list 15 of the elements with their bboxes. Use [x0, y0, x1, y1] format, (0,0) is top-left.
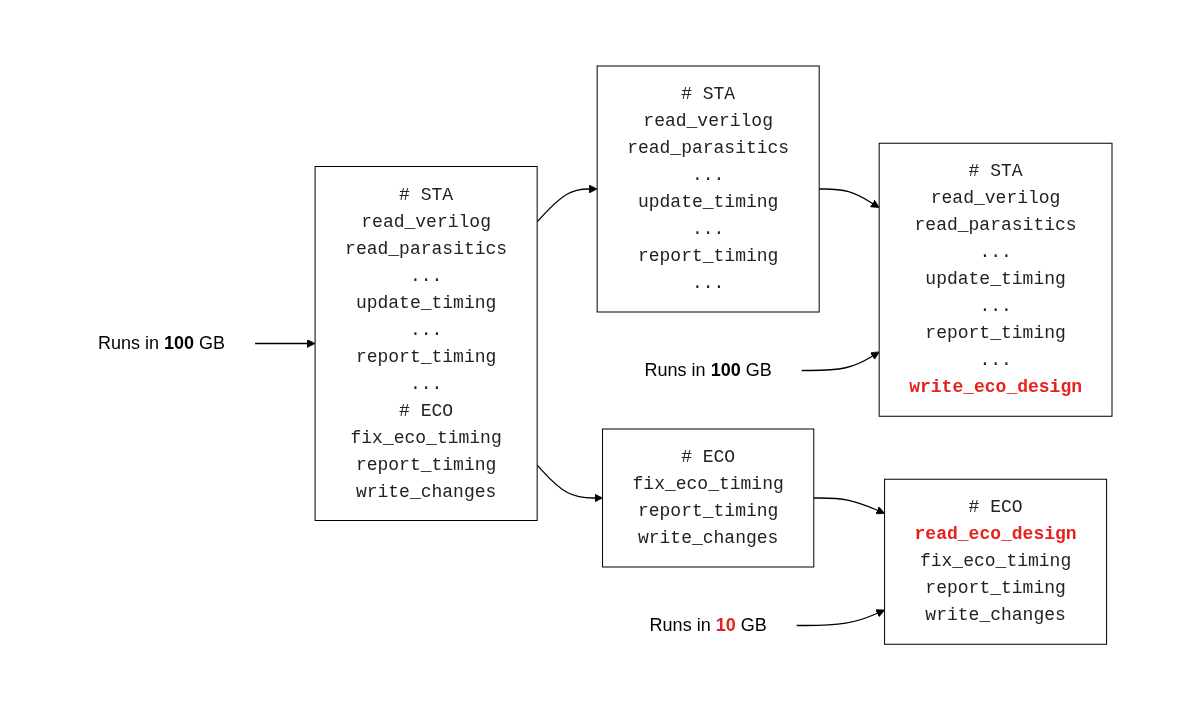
- node-box: # STA read_verilog read_parasitics ... update_timing ... report_timing ...: [596, 65, 820, 312]
- arrow: [253, 338, 315, 348]
- node-text: Runs in 100 GB: [97, 332, 225, 353]
- node-box: # STA read_verilog read_parasitics ... update_timing ... report_timing ... write_eco_design: [878, 142, 1112, 417]
- node-box: # STA read_verilog read_parasitics ... update_timing ... report_timing ... # ECO fix_eco_timing report_timing write_changes: [314, 165, 538, 521]
- node-text: Runs in 100 GB: [644, 359, 772, 380]
- arrow: [536, 184, 598, 222]
- node-box: # ECO read_eco_design fix_eco_timing report_timing write_changes: [883, 478, 1107, 645]
- arrow: [812, 496, 885, 514]
- node-text: Runs in 10 GB: [649, 614, 767, 635]
- arrow: [818, 187, 880, 208]
- arrow: [536, 464, 603, 502]
- arrow: [795, 608, 885, 626]
- node-box: # ECO fix_eco_timing report_timing write_changes: [601, 428, 814, 567]
- arrow: [800, 351, 880, 371]
